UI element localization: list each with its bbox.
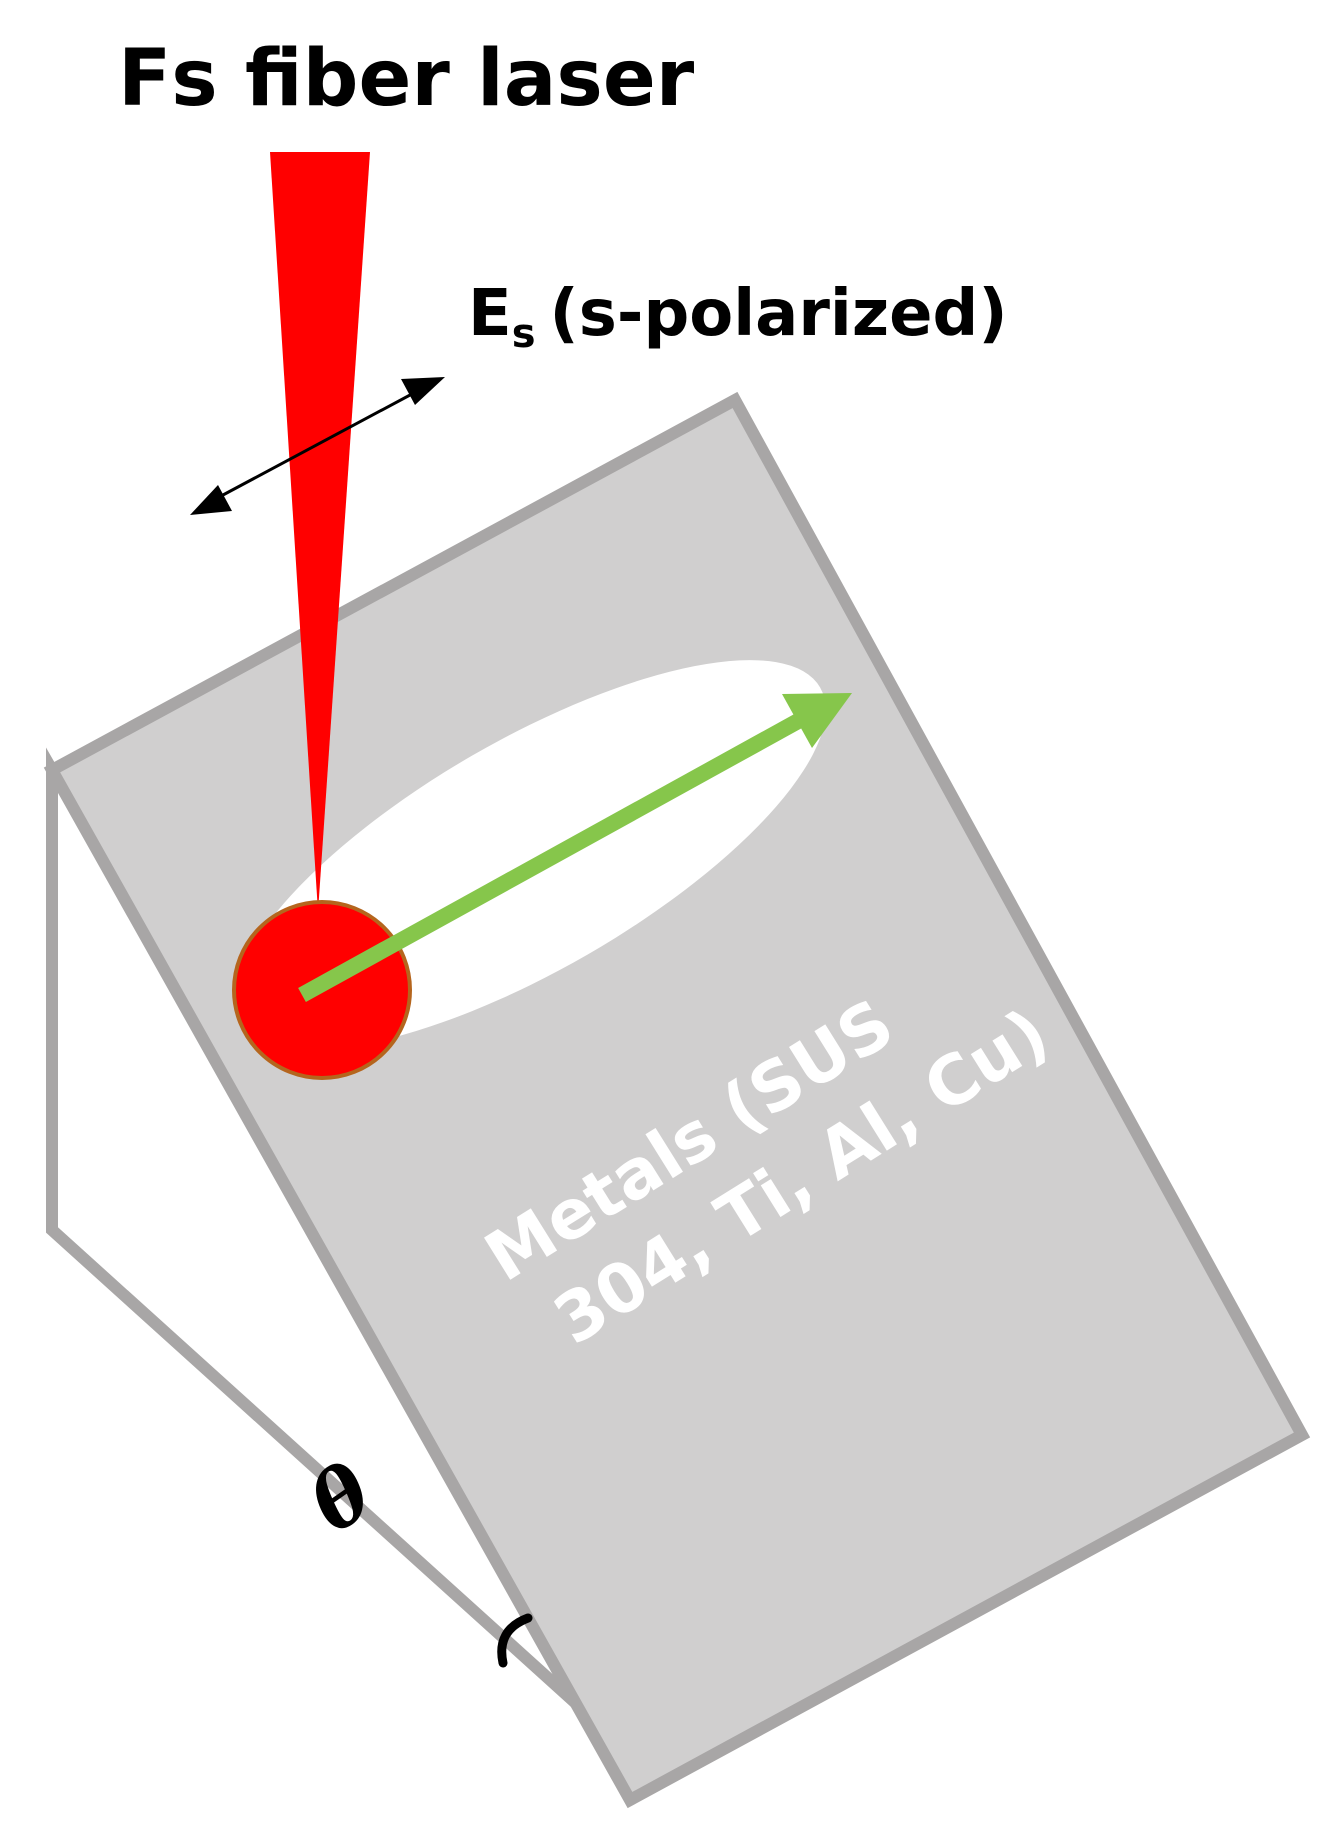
polarization-arrowhead-right	[401, 377, 445, 405]
polarization-label: Es (s-polarized)	[468, 277, 1008, 357]
laser-beam	[270, 152, 370, 912]
angle-arc	[497, 1613, 533, 1668]
scan-direction-arrow	[298, 712, 804, 1003]
scan-direction-arrowhead	[782, 693, 852, 748]
sample-surface	[43, 391, 1311, 1809]
polarization-subscript: s	[512, 311, 536, 357]
title-label: Fs fiber laser	[118, 34, 695, 124]
polarization-arrowhead-left	[190, 485, 232, 515]
polarization-arrow	[207, 385, 426, 505]
polarization-description: (s-polarized)	[550, 277, 1008, 351]
polarization-symbol: E	[468, 277, 512, 351]
